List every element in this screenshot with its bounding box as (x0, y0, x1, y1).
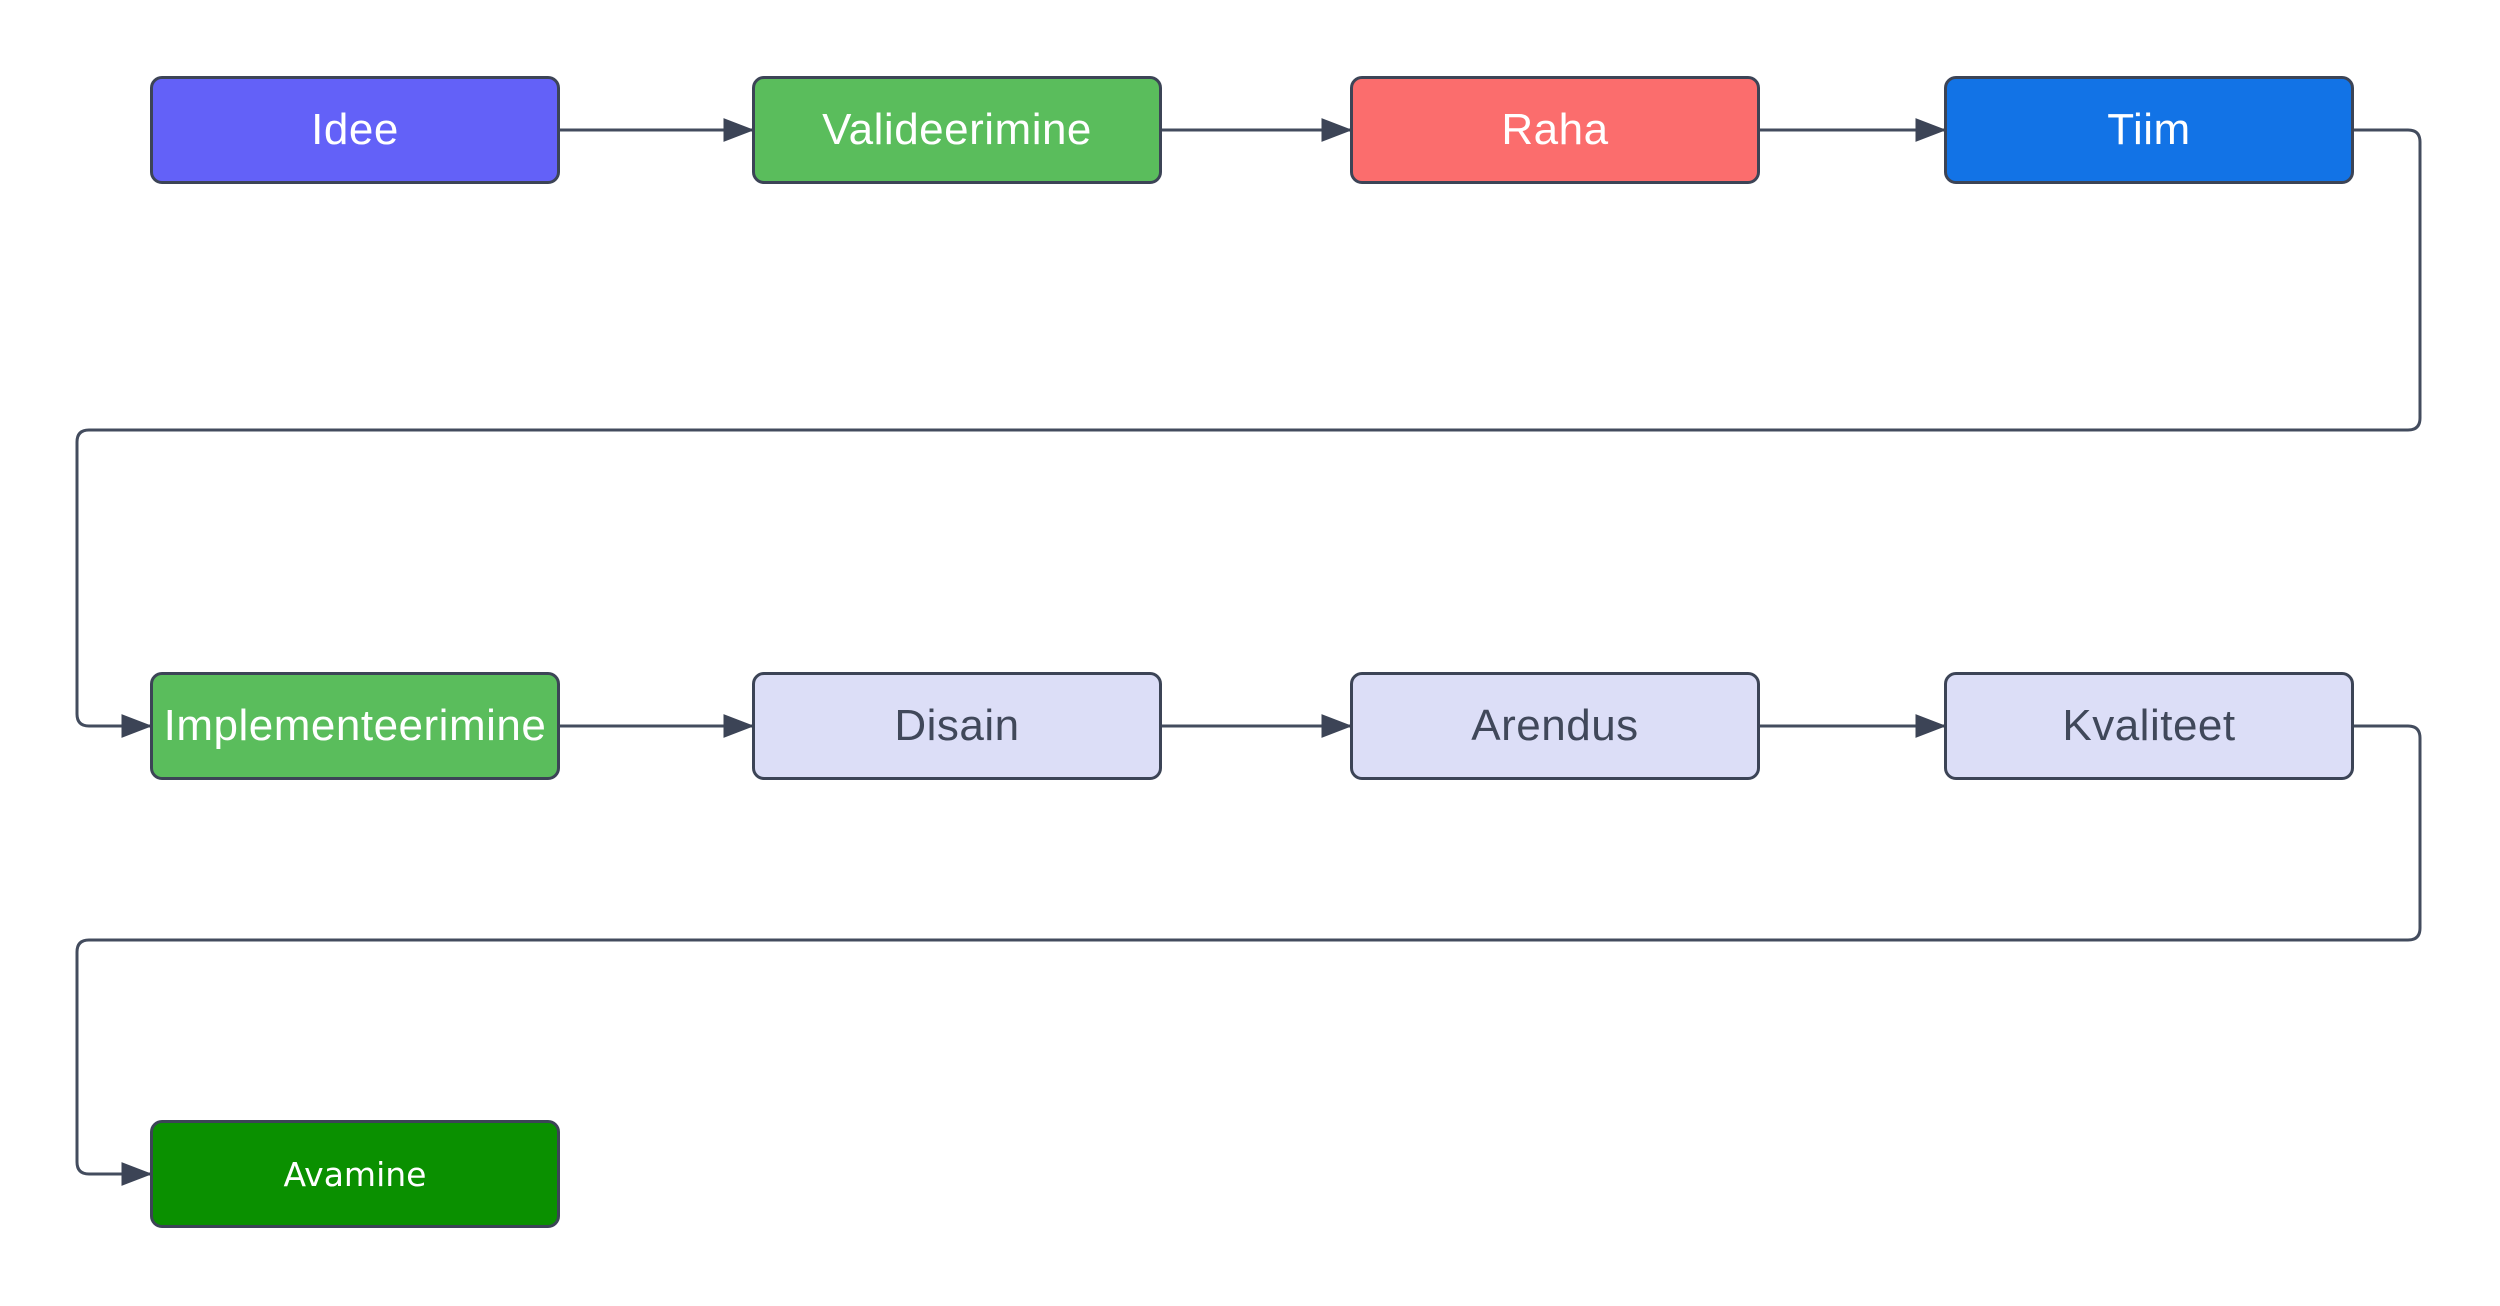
node-kvaliteet[interactable]: Kvaliteet (1944, 672, 2354, 780)
node-raha[interactable]: Raha (1350, 76, 1760, 184)
node-implementeerimine-label: Implementeerimine (163, 701, 547, 750)
node-disain[interactable]: Disain (752, 672, 1162, 780)
node-valideerimine[interactable]: Valideerimine (752, 76, 1162, 184)
node-avamine[interactable]: Avamine (150, 1120, 560, 1228)
node-disain-label: Disain (894, 701, 1020, 750)
node-idee[interactable]: Idee (150, 76, 560, 184)
edge-tiim-implementeerimine (75, 128, 2422, 738)
node-valideerimine-label: Valideerimine (822, 105, 1092, 154)
node-avamine-label: Avamine (283, 1154, 427, 1194)
node-raha-label: Raha (1501, 105, 1609, 154)
node-idee-label: Idee (311, 105, 399, 154)
node-implementeerimine[interactable]: Implementeerimine (150, 672, 560, 780)
node-arendus-label: Arendus (1471, 701, 1639, 750)
node-tiim-label: Tiim (2107, 105, 2191, 154)
node-arendus[interactable]: Arendus (1350, 672, 1760, 780)
edge-kvaliteet-avamine (75, 724, 2422, 1186)
node-tiim[interactable]: Tiim (1944, 76, 2354, 184)
node-kvaliteet-label: Kvaliteet (2062, 701, 2236, 750)
